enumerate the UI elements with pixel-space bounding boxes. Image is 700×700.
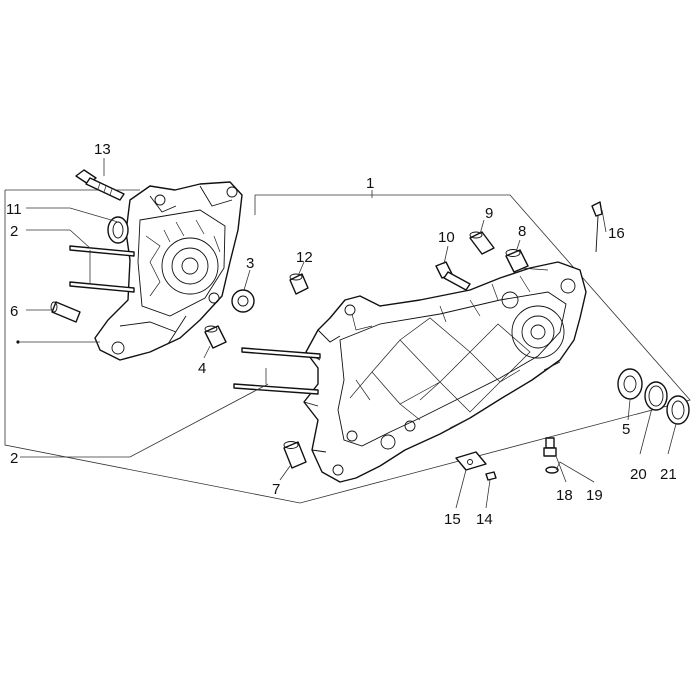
callout-10[interactable]: 10 [438,229,455,246]
callout-6[interactable]: 6 [10,303,18,320]
callout-16[interactable]: 16 [608,225,625,242]
drain-screw-18 [543,437,557,457]
bearing-5 [617,368,643,400]
left-crankcase-half [94,181,243,361]
dowel-pin-6 [50,301,81,323]
callout-19[interactable]: 19 [586,487,603,504]
circlip-20 [644,381,668,411]
callout-12[interactable]: 12 [296,249,313,266]
leader-dot [16,340,20,344]
screw-14 [485,471,497,481]
callout-21[interactable]: 21 [660,466,677,483]
dowel-12 [289,273,309,295]
callout-9[interactable]: 9 [485,205,493,222]
callouts: 1 2 2 3 4 5 6 7 8 9 10 11 12 13 14 15 16… [6,141,677,528]
dipstick-16 [591,201,603,253]
callout-13[interactable]: 13 [94,141,111,158]
stud-set-2-left [69,245,135,293]
bushing-7 [283,441,307,469]
callout-5[interactable]: 5 [622,421,630,438]
bolt-13 [75,169,125,201]
leader-lines [20,158,677,509]
seal-ring-11 [107,216,129,244]
callout-11[interactable]: 11 [6,201,22,218]
oil-seal-21 [666,395,690,425]
callout-18[interactable]: 18 [556,487,573,504]
callout-15[interactable]: 15 [444,511,461,528]
callout-7[interactable]: 7 [272,481,280,498]
callout-3[interactable]: 3 [246,255,254,272]
washer-19 [545,466,559,474]
callout-8[interactable]: 8 [518,223,526,240]
callout-14[interactable]: 14 [476,511,493,528]
bolt-10 [435,261,471,291]
callout-20[interactable]: 20 [630,466,647,483]
spacer-9 [469,231,495,255]
assembly-frame [4,190,691,504]
callout-2-upper[interactable]: 2 [10,223,18,240]
bracket-15 [455,451,487,471]
bushing-8 [505,249,529,273]
bushing-4 [204,325,227,349]
callout-4[interactable]: 4 [198,360,206,377]
stud-set-2-right [233,347,321,395]
right-crankcase-main [303,261,587,483]
callout-2-lower[interactable]: 2 [10,450,18,467]
callout-1[interactable]: 1 [366,175,374,192]
bearing-3 [231,289,255,313]
